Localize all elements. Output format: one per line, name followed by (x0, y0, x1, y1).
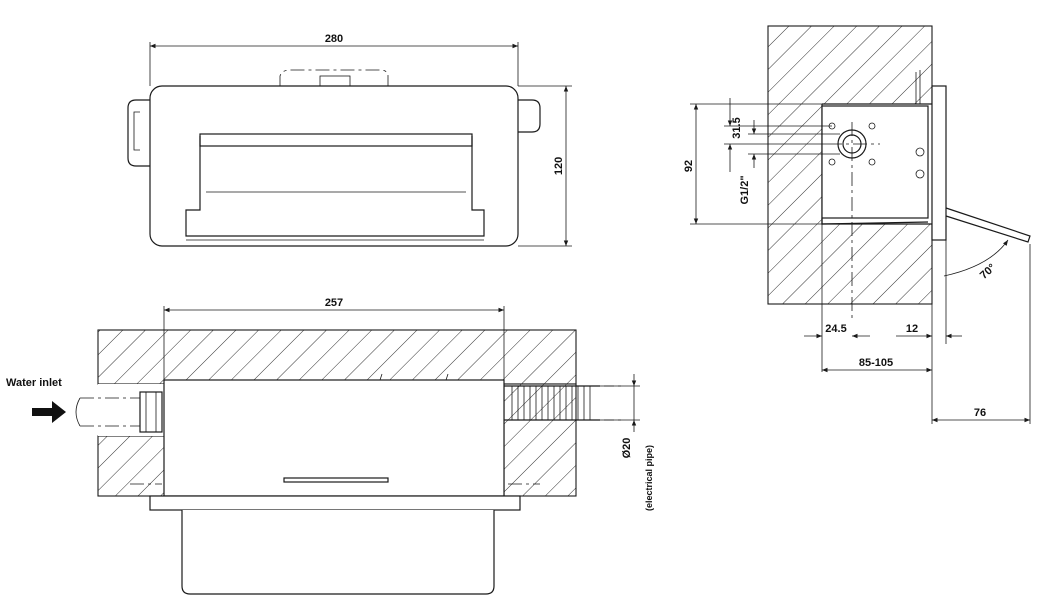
dim-angle-arc (943, 239, 1009, 277)
front-view-slot (283, 477, 389, 483)
dim-pipe-note-label: (electrical pipe) (644, 445, 654, 511)
dim-angle-label: 70° (978, 262, 998, 282)
dim-257-label: 257 (325, 297, 343, 309)
dim-pipe-diameter-label: Ø20 (621, 438, 633, 459)
top-view: 280 120 (127, 33, 572, 247)
side-view-plate (931, 85, 947, 241)
top-view-left-bracket (127, 99, 150, 167)
side-view-lever (945, 207, 1031, 243)
dim-thread-label: G1/2" (739, 175, 751, 204)
dim-120-label: 120 (553, 157, 565, 175)
front-view-basin (181, 510, 495, 595)
front-view-plate (149, 495, 521, 511)
dim-24-5-label: 24.5 (825, 323, 846, 335)
dim-85-105-label: 85-105 (859, 357, 893, 369)
top-view-left-bracket-slot (133, 111, 140, 151)
top-view-right-bracket (518, 99, 541, 133)
dim-12-label: 12 (906, 323, 918, 335)
top-view-handle-outline (279, 69, 389, 88)
wall-lower-left (97, 435, 169, 497)
electrical-pipe-corrugation (511, 386, 591, 420)
top-view-recess (185, 136, 485, 237)
water-inlet-arrow-icon (32, 401, 66, 423)
dim-31-5-label: 31.5 (731, 117, 743, 138)
side-view: 70° 92 31.5 G1/2" 24.5 12 85-105 (683, 25, 1031, 424)
dim-280-label: 280 (325, 33, 343, 45)
top-view-body (149, 85, 519, 247)
front-view-body (163, 379, 505, 497)
top-view-handle-clip (319, 75, 351, 87)
dim-76-label: 76 (974, 407, 986, 419)
top-view-lip (199, 133, 473, 147)
wall-lower-right (503, 383, 577, 497)
wall-upper (97, 329, 577, 385)
inlet-connector (139, 391, 163, 433)
dim-92-label: 92 (683, 160, 695, 172)
water-inlet-label: Water inlet (6, 377, 62, 389)
front-view: Water inlet (6, 297, 654, 595)
